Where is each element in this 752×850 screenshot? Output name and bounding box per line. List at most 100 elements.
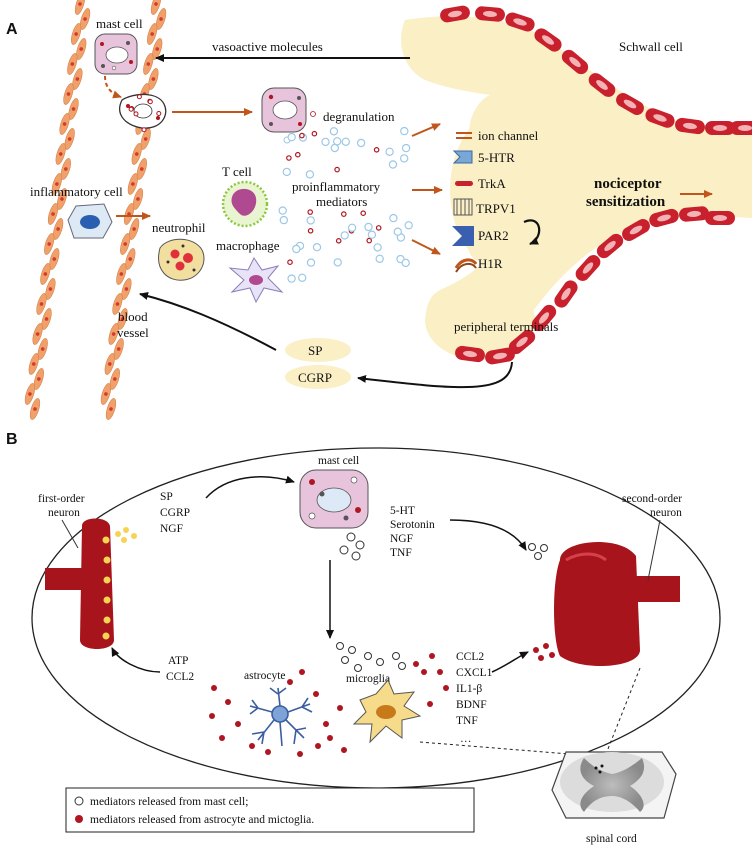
- glial-mediator-dot: [437, 669, 443, 675]
- endothelial-cell: [37, 338, 48, 360]
- arrow-to-vessel: [139, 292, 277, 351]
- label-atp: ATP: [168, 655, 188, 667]
- label-proinflammatory-1: proinflammatory: [292, 179, 381, 194]
- panel-b-letter: B: [6, 431, 18, 448]
- mediator-particle: [306, 258, 316, 267]
- mediator-particle: [156, 111, 162, 116]
- mediator-particle: [312, 242, 322, 252]
- glial-mediator-bdnf: BDNF: [456, 699, 487, 711]
- mediator-particle: [360, 210, 367, 217]
- mast-mediator-dot: [392, 652, 400, 660]
- glial-mediator-dot: [323, 721, 329, 727]
- glial-mediator-dot: [219, 735, 225, 741]
- glial-mediator-dot: [249, 743, 255, 749]
- endothelial-cell: [143, 53, 154, 75]
- leader-first-order: [61, 519, 79, 549]
- arrow-glia-to-second: [491, 651, 529, 673]
- mast-mediator-circles: [339, 532, 365, 561]
- neutrophil-icon: [158, 238, 205, 281]
- mediator-particle: [373, 243, 382, 252]
- degranulating-mast-cell-icon: [119, 93, 167, 129]
- glial-mediator-dot: [287, 679, 293, 685]
- endothelial-cell: [60, 158, 71, 180]
- mast-mediator-ngf: NGF: [390, 533, 413, 545]
- mediator-particle: [334, 166, 340, 173]
- mediator-particle: [364, 222, 373, 232]
- endothelial-cell: [76, 38, 87, 60]
- myelin-capsule: [485, 347, 515, 365]
- glial-mediator-dot: [341, 747, 347, 753]
- myelin-capsule: [508, 329, 536, 355]
- mediator-particle: [133, 111, 139, 117]
- endothelial-cell: [125, 248, 136, 270]
- legend-mast-cell: mediators released from mast cell;: [90, 796, 248, 808]
- endothelial-cell: [127, 173, 138, 195]
- mediator-particle: [307, 209, 314, 215]
- glial-mediator-dot: [413, 661, 419, 667]
- mediator-particle: [294, 151, 301, 158]
- glial-mediator-dot: [211, 685, 217, 691]
- mast-mediator-dot: [398, 662, 406, 670]
- arrow-neuron-to-mast: [205, 475, 295, 499]
- mediator-particle: [341, 137, 350, 146]
- endothelial-cell: [33, 368, 44, 390]
- red-mediators-near-second: [533, 643, 555, 661]
- mediator-particle: [286, 155, 292, 161]
- endothelial-cell: [109, 368, 120, 390]
- label-first-order-1: first-order: [38, 493, 85, 505]
- mediator-particle: [282, 167, 291, 177]
- glial-mediator-particles: [209, 642, 449, 757]
- nociceptor-nerve: [401, 16, 752, 360]
- endothelial-cell: [53, 218, 64, 240]
- mediator-particle: [128, 106, 134, 112]
- legend-box: [65, 787, 475, 833]
- panel-a-letter: A: [6, 21, 18, 38]
- label-inflammatory-cell: inflammatory cell: [30, 184, 123, 199]
- mediator-particle: [393, 227, 402, 236]
- label-nociceptor: nociceptor: [594, 176, 662, 192]
- mediator-particle: [299, 132, 305, 139]
- endothelial-cell: [150, 0, 162, 15]
- mast-mediator-dot: [341, 656, 349, 664]
- mediator-particle: [366, 237, 373, 244]
- endothelial-cell: [147, 23, 158, 45]
- leader-second-order: [647, 519, 661, 581]
- trka-icon: [455, 181, 473, 186]
- endothelial-cell: [47, 203, 59, 225]
- mediator-particle: [147, 99, 153, 105]
- endothelial-cell: [112, 293, 123, 315]
- endothelial-cell: [51, 173, 62, 195]
- myelin-capsule: [588, 73, 616, 97]
- label-second-order-2: neuron: [650, 507, 682, 519]
- endothelial-cell: [56, 188, 68, 210]
- mediator-particle: [373, 147, 380, 153]
- mediator-particle: [292, 244, 301, 254]
- endothelial-cell: [59, 113, 70, 135]
- mediator-particle: [307, 228, 314, 234]
- label-sensitization: sensitization: [586, 194, 666, 210]
- glial-mediator-dot: [337, 705, 343, 711]
- label-peripheral-terminals: peripheral terminals: [454, 319, 558, 334]
- myelin-capsule: [675, 117, 705, 135]
- glial-mediator-dot: [297, 751, 303, 757]
- myelin-capsule: [561, 49, 589, 75]
- mast-mediator-dot: [364, 652, 372, 660]
- mediator-particle: [404, 221, 413, 230]
- myelin-capsule: [705, 121, 735, 135]
- endothelial-cell: [72, 68, 83, 90]
- label-sp: SP: [308, 343, 322, 358]
- endothelial-cell: [131, 143, 142, 165]
- arrow-mast-to-second: [449, 519, 527, 551]
- arrow-to-cgrp: [357, 361, 513, 389]
- mediator-particle: [340, 231, 349, 240]
- mediator-particle: [287, 259, 293, 266]
- label-vessel: vessel: [117, 325, 149, 340]
- mediator-particle: [333, 137, 342, 146]
- label-proinflammatory-2: mediators: [316, 194, 367, 209]
- mediator-particle: [401, 258, 410, 268]
- endothelial-cell: [29, 398, 41, 420]
- arrow-to-receptors-bottom: [411, 239, 441, 255]
- blood-vessel: [24, 0, 167, 420]
- mediator-particle: [279, 215, 288, 225]
